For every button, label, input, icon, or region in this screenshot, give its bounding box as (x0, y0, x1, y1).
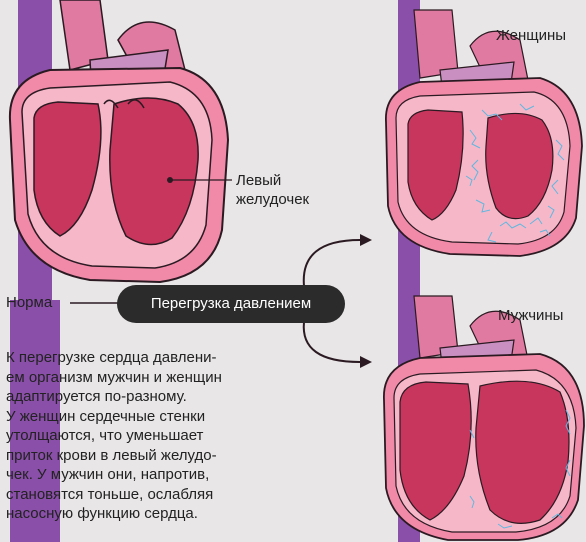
description-line: приток крови в левый желудо- (6, 446, 276, 466)
description: К перегрузке сердца давлени- ем организм… (6, 348, 276, 524)
aorta-w (414, 10, 458, 78)
pressure-overload-badge: Перегрузка давлением (117, 285, 345, 323)
label-women: Женщины (496, 26, 566, 45)
men-heart-icon (384, 290, 584, 542)
label-normal: Норма (6, 293, 52, 312)
arrow-up-line (304, 240, 360, 286)
description-line: становятся тоньше, ослабляя (6, 485, 276, 505)
description-line: У женщин сердечные стенки (6, 407, 276, 427)
description-line: утолщаются, что уменьшает (6, 426, 276, 446)
description-line: К перегрузке сердца давлени- (6, 348, 276, 368)
description-line: ем организм мужчин и женщин (6, 368, 276, 388)
arrow-up-head (360, 234, 372, 246)
label-left-ventricle: Левый желудочек (236, 171, 336, 209)
left-ventricle-m (476, 381, 569, 523)
arrow-down-head (360, 356, 372, 368)
description-line: адаптируется по-разному. (6, 387, 276, 407)
label-left-ventricle-line1: Левый (236, 171, 336, 190)
label-left-ventricle-line2: желудочек (236, 190, 336, 209)
label-men: Мужчины (498, 306, 563, 325)
description-line: насосную функцию сердца. (6, 504, 276, 524)
description-line: чек. У мужчин они, напротив, (6, 465, 276, 485)
arrow-down-line (304, 322, 360, 362)
